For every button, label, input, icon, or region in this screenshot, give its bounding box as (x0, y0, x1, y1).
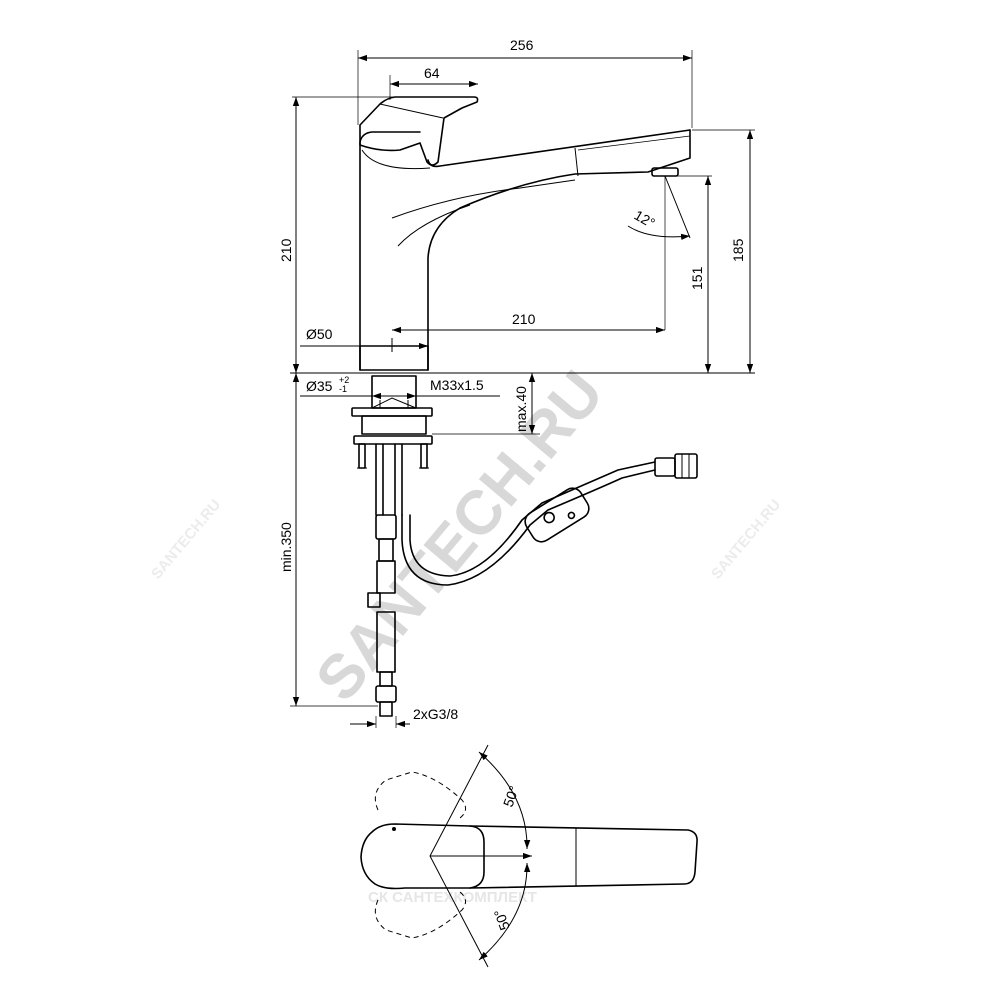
lever-top (360, 823, 485, 890)
dim-hole-tol-minus: -1 (339, 384, 347, 394)
dim-total-height: 210 (278, 238, 294, 262)
faucet-top-view (360, 744, 698, 968)
dim-lever-angle-top: 50° (500, 784, 522, 809)
dim-overall-length: 256 (510, 37, 534, 53)
dim-hole-tol-plus: +2 (339, 375, 349, 385)
dim-max-deck: max.40 (513, 386, 529, 432)
dim-spray-height: 151 (689, 266, 705, 290)
dim-thread: M33x1.5 (430, 377, 484, 393)
top-view-labels: 50° 50° (491, 784, 523, 933)
watermark-bottom: СК САНТЕХКОМПЛЕКТ (368, 889, 537, 906)
watermark-small-left: SANTECH.RU (148, 496, 224, 582)
watermark-main: SANTECH.RU (303, 358, 617, 714)
dim-body-diameter: Ø50 (306, 326, 333, 342)
dimension-lines (290, 50, 755, 728)
dim-hole-diameter: Ø35 (306, 378, 333, 394)
dim-outlet-height: 185 (730, 238, 746, 262)
dim-spray-angle: 12° (632, 207, 658, 231)
faucet-side-view (359, 96, 691, 371)
mounting-hardware (290, 372, 755, 717)
watermark-group: SANTECH.RU SANTECH.RU SANTECH.RU СК САНТ… (148, 358, 784, 906)
lever-side (359, 96, 479, 166)
watermark-small-right: SANTECH.RU (708, 496, 784, 582)
dim-min-hose: min.350 (278, 522, 294, 572)
dim-connection: 2xG3/8 (413, 706, 458, 722)
dim-reach: 210 (512, 311, 536, 327)
dim-lever-length: 64 (424, 65, 440, 81)
dim-lever-angle-bottom: 50° (491, 907, 513, 932)
dimension-labels: 256 64 210 185 151 210 12° Ø50 Ø35 +2 -1… (278, 37, 746, 722)
